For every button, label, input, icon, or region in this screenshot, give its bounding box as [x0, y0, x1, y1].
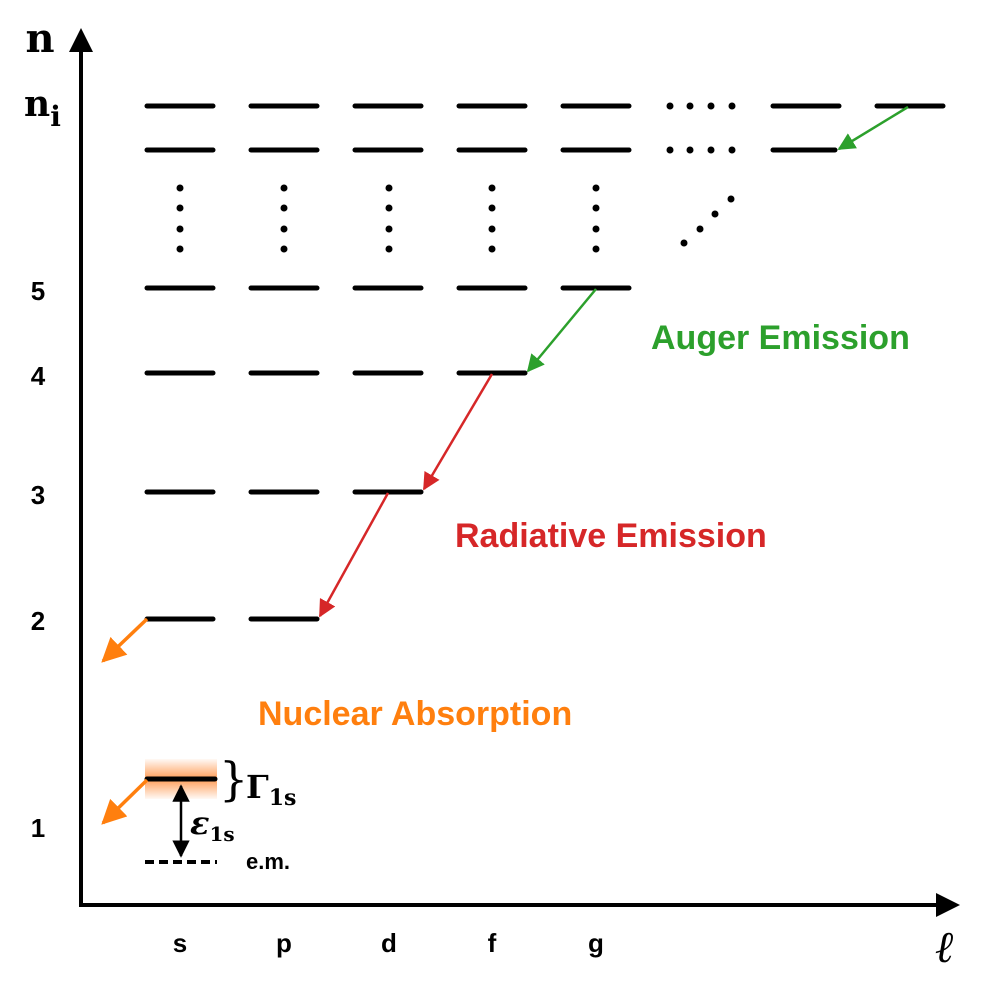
- y-tick-label-4: 4: [31, 361, 46, 391]
- y-tick-label-2: 2: [31, 606, 45, 636]
- x-tick-label-f: f: [488, 928, 497, 958]
- horizontal-dots-ni: [666, 102, 736, 110]
- width-label-sub: 1s: [269, 785, 297, 811]
- binding-energy-sub: 1s: [209, 822, 234, 846]
- y-tick-label-3: 3: [31, 480, 45, 510]
- radiative-emission-label: Radiative Emission: [455, 517, 767, 555]
- auger-arrow-5g-4f: [526, 288, 597, 373]
- x-axis-arrowhead: [936, 893, 960, 917]
- energy-levels: [144, 103, 946, 622]
- vertical-dots-s: [176, 184, 184, 253]
- horizontal-dots-ni1: [666, 146, 736, 154]
- nuclear-absorption-label: Nuclear Absorption: [258, 695, 572, 733]
- vertical-dots-p: [280, 184, 288, 253]
- y-tick-labels: 1 2 3 4 5: [31, 276, 46, 843]
- nuclear-arrow-1s: [101, 778, 149, 825]
- y-tick-label-5: 5: [31, 276, 45, 306]
- auger-transitions: [526, 105, 909, 373]
- radiative-arrow-3d-2p: [318, 492, 390, 618]
- auger-arrow-top: [837, 105, 909, 151]
- vertical-dots-d: [385, 184, 393, 253]
- radiative-arrow-4f-3d: [422, 373, 494, 491]
- diagonal-dots: [680, 195, 735, 247]
- y-axis-top-label-sub: i: [50, 100, 61, 133]
- vertical-dots-g: [592, 184, 600, 253]
- x-tick-label-d: d: [381, 928, 397, 958]
- x-tick-label-p: p: [276, 928, 292, 958]
- nuclear-transitions: [101, 617, 149, 825]
- continuation-dots: [176, 102, 736, 253]
- nuclear-arrow-2s: [101, 617, 149, 663]
- x-tick-label-g: g: [588, 928, 604, 958]
- y-tick-label-1: 1: [31, 813, 45, 843]
- vertical-dots-f: [488, 184, 496, 253]
- y-axis-arrowhead: [69, 28, 93, 52]
- x-axis-title: ℓ: [936, 922, 955, 973]
- auger-emission-label: Auger Emission: [651, 319, 910, 357]
- y-axis-title: n: [25, 15, 54, 62]
- x-tick-labels: s p d f g: [173, 928, 604, 958]
- y-axis-top-label: ni: [24, 83, 61, 133]
- binding-energy-label: ε1s: [190, 804, 235, 846]
- radiative-transitions: [318, 373, 494, 618]
- x-tick-label-s: s: [173, 928, 187, 958]
- em-label: e.m.: [246, 849, 290, 874]
- axes: [69, 28, 960, 917]
- width-brace: }: [219, 752, 248, 806]
- width-label: Γ1s: [246, 768, 296, 811]
